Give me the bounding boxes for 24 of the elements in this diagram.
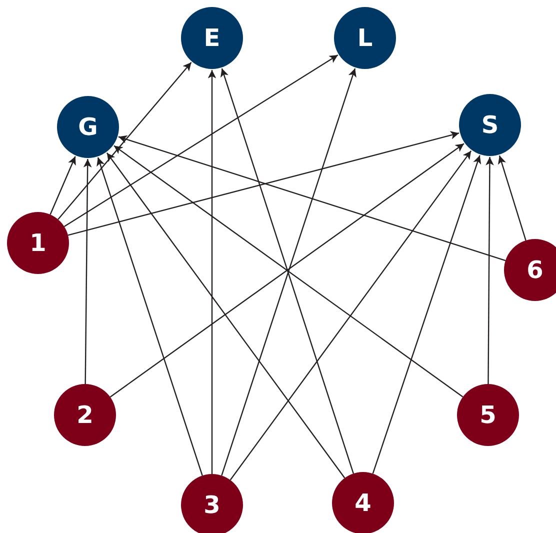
arrow (372, 155, 482, 474)
arrow (106, 152, 346, 478)
node-label: 2 (76, 401, 94, 429)
node-label: 4 (354, 489, 372, 517)
node-label: 3 (204, 491, 220, 519)
node-label: L (357, 24, 373, 52)
arrow (208, 70, 216, 474)
arrow (64, 54, 338, 228)
node-label: G (78, 113, 98, 141)
arrow (96, 157, 203, 476)
arrow (68, 131, 460, 236)
arrow (498, 155, 526, 241)
arrow (118, 135, 506, 262)
node-label: E (204, 24, 220, 52)
arrow (58, 62, 192, 220)
arrow (230, 150, 472, 480)
node-label: S (481, 111, 499, 139)
node-label: 5 (480, 401, 496, 429)
node-label: 1 (30, 229, 46, 257)
node-label: 6 (526, 256, 544, 284)
arrow (50, 156, 76, 215)
node-circle (504, 239, 556, 301)
arrow (486, 157, 494, 384)
arrow (83, 159, 92, 384)
